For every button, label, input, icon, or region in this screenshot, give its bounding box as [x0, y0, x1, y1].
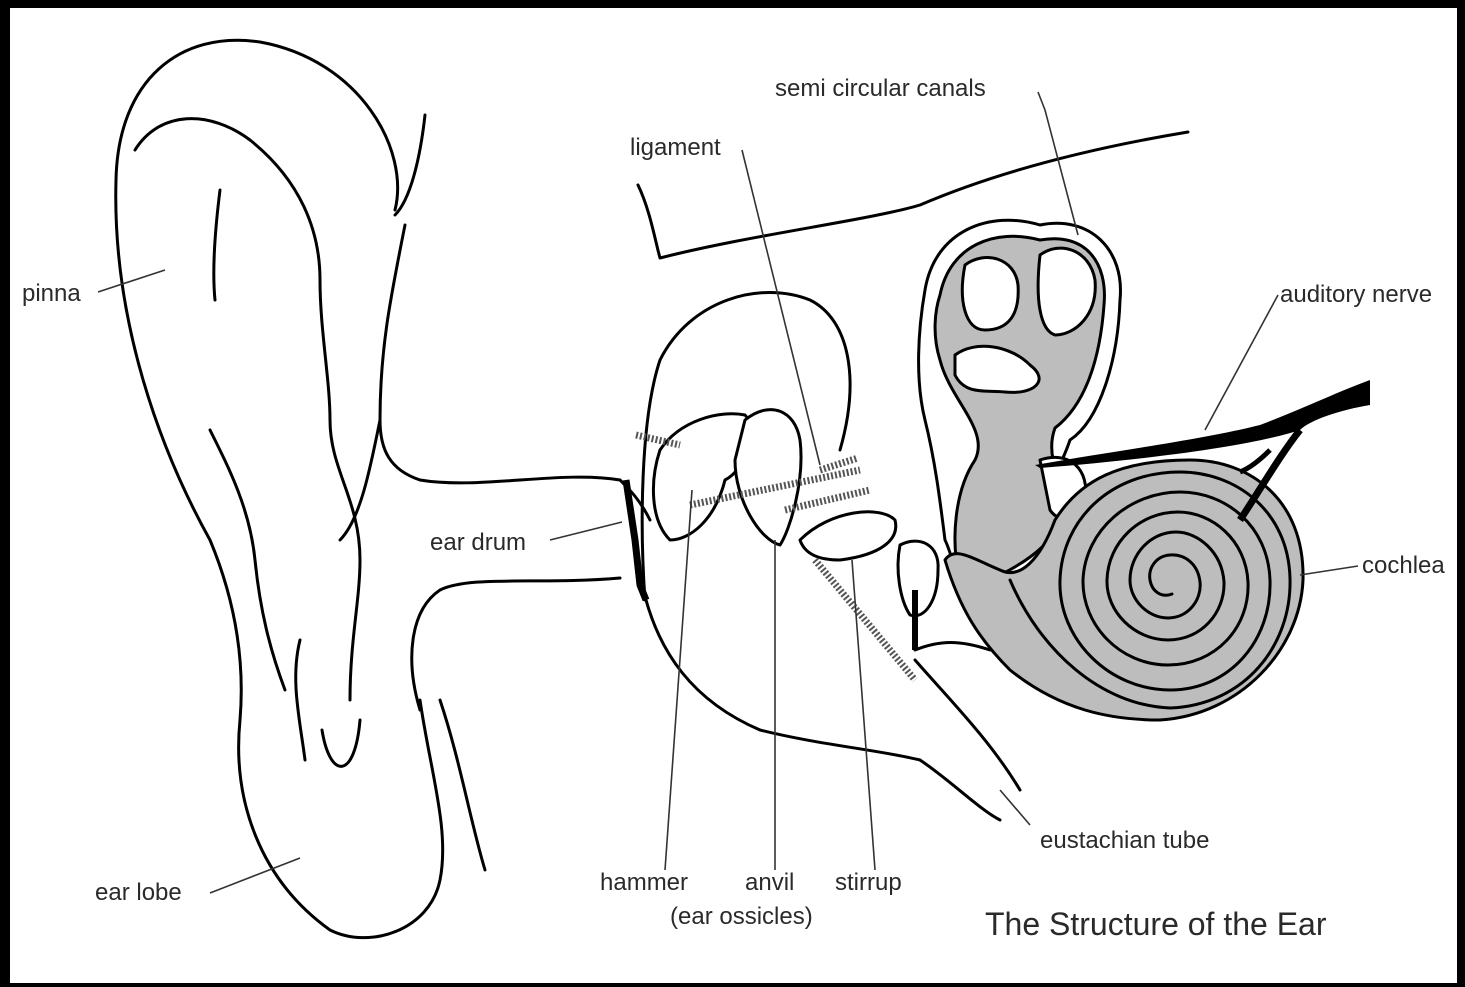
label-cochlea: cochlea [1362, 552, 1445, 579]
diagram-title: The Structure of the Ear [985, 906, 1327, 942]
label-semi-circular-canals: semi circular canals [775, 75, 986, 102]
label-stirrup: stirrup [835, 869, 902, 896]
label-ear-drum: ear drum [430, 529, 526, 556]
label-pinna: pinna [22, 280, 81, 307]
label-eustachian-tube: eustachian tube [1040, 827, 1209, 854]
label-ear-ossicles: (ear ossicles) [670, 903, 813, 930]
label-ear-lobe: ear lobe [95, 879, 182, 906]
label-anvil: anvil [745, 869, 794, 896]
label-auditory-nerve: auditory nerve [1280, 281, 1432, 308]
label-hammer: hammer [600, 869, 688, 896]
label-ligament: ligament [630, 134, 721, 161]
